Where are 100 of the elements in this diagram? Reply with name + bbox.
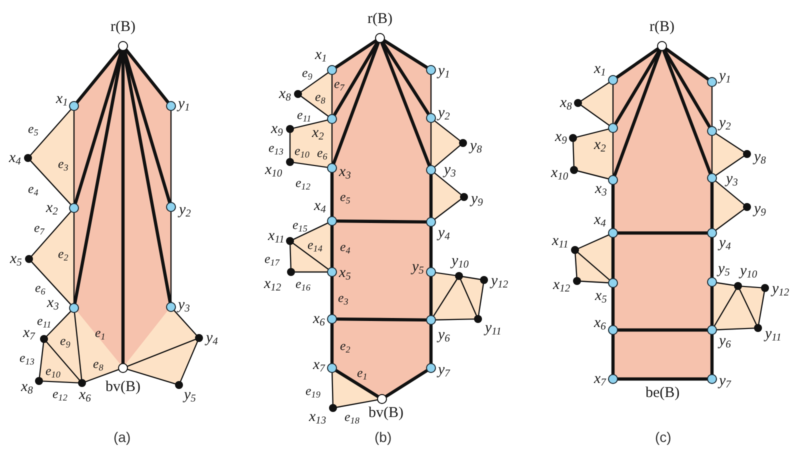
- graph-edge: [335, 317, 428, 322]
- vertex-label: x$_{6}$: [79, 388, 91, 403]
- vertex-label: r(B): [650, 20, 674, 34]
- graph-edge: [382, 39, 428, 69]
- graph-edge: [462, 276, 481, 280]
- graph-edge: [664, 47, 710, 81]
- graph-edge: [74, 312, 82, 380]
- graph-edge: [174, 310, 197, 336]
- edge-name: e$_{13}$: [268, 140, 284, 154]
- graph-vertex: [375, 33, 385, 43]
- vertex-label: x$_{2}$: [312, 126, 324, 140]
- graph-edge: [434, 198, 462, 220]
- vertex-label: y$_{12}$: [491, 274, 508, 288]
- graph-edge: [293, 162, 328, 168]
- graph-edge: [170, 110, 172, 203]
- edge-name: e$_{4}$: [28, 182, 38, 194]
- edge-name: e$_{8}$: [93, 356, 104, 370]
- vertex-label: x$_{1}$: [315, 48, 327, 62]
- graph-edge: [334, 39, 378, 69]
- vertex-label: x$_{8}$: [21, 380, 33, 395]
- vertex-label: r(B): [110, 20, 136, 34]
- vertex-label: y$_{10}$: [740, 264, 758, 278]
- graph-edge: [330, 275, 334, 316]
- graph-edge: [614, 48, 662, 126]
- vertex-label: x$_{9}$: [555, 130, 567, 144]
- vertex-label: bv(B): [106, 380, 140, 394]
- graph-edge: [716, 156, 744, 176]
- graph-edge: [332, 372, 334, 405]
- edge-name: e$_{9}$: [60, 334, 70, 346]
- vertex-label: y$_{9}$: [754, 202, 766, 216]
- graph-vertex: [175, 381, 183, 389]
- edge-name: e$_{15}$: [292, 218, 308, 230]
- vertex-label: x$_{7}$: [594, 372, 606, 386]
- graph-edge: [433, 278, 458, 316]
- graph-vertex: [69, 101, 79, 111]
- vertex-label: y$_{5}$: [718, 262, 730, 276]
- graph-edge: [711, 86, 713, 127]
- graph-vertex: [571, 246, 579, 254]
- graph-edge: [124, 48, 170, 104]
- graph-edge: [616, 328, 709, 332]
- graph-vertex: [707, 77, 717, 87]
- graph-edge: [572, 141, 574, 167]
- edge-name: e$_{10}$: [294, 144, 310, 156]
- graph-vertex: [329, 404, 337, 412]
- graph-edge: [170, 211, 172, 303]
- vertex-label: r(B): [368, 12, 392, 26]
- vertex-label: x$_{8}$: [279, 86, 291, 102]
- vertex-label: y$_{2}$: [438, 106, 450, 120]
- edge-name: e$_{3}$: [338, 290, 348, 304]
- graph-edge: [73, 212, 75, 304]
- graph-edge: [435, 272, 456, 276]
- graph-vertex: [40, 335, 48, 343]
- graph-edge: [577, 170, 609, 180]
- graph-edge: [331, 74, 333, 115]
- graph-edge: [332, 40, 380, 116]
- graph-vertex: [459, 139, 467, 147]
- edge-name: e$_{13}$: [20, 350, 34, 364]
- graph-edge: [31, 261, 72, 305]
- graph-edge: [612, 132, 614, 176]
- graph-vertex: [118, 363, 128, 373]
- graph-vertex: [569, 134, 577, 142]
- vertex-label: y$_{9}$: [471, 192, 483, 206]
- edge-name: e$_{2}$: [58, 246, 68, 260]
- graph-edge: [31, 211, 72, 257]
- vertex-label: y$_{10}$: [452, 254, 469, 268]
- graph-edge: [180, 341, 198, 382]
- graph-edge: [611, 333, 615, 376]
- vertex-label: y$_{5}$: [184, 388, 196, 403]
- graph-edge: [616, 377, 709, 381]
- edge-name: e$_{16}$: [296, 276, 310, 290]
- graph-edge: [580, 82, 610, 102]
- graph-edge: [330, 224, 334, 269]
- graph-edge: [38, 342, 44, 378]
- graph-vertex: [657, 41, 667, 51]
- vertex-label: x$_{7}$: [23, 326, 35, 341]
- vertex-label: x$_{6}$: [594, 316, 606, 330]
- graph-edge: [739, 289, 757, 325]
- edge-name: e$_{4}$: [340, 240, 350, 252]
- graph-edge: [381, 40, 430, 116]
- graph-vertex: [294, 90, 302, 98]
- vertex-label: y$_{11}$: [485, 320, 502, 336]
- vertex-label: y$_{6}$: [719, 334, 731, 348]
- vertex-label: y$_{3}$: [726, 172, 738, 186]
- graph-edge: [429, 323, 433, 365]
- graph-edge: [380, 41, 431, 167]
- graph-edge: [714, 288, 737, 326]
- vertex-label: x$_{4}$: [9, 150, 21, 166]
- vertex-label: y$_{7}$: [719, 374, 731, 388]
- graph-edge: [435, 318, 475, 320]
- vertex-label: y$_{3}$: [178, 298, 190, 313]
- graph-edge: [662, 48, 712, 128]
- graph-edge: [127, 338, 196, 367]
- graph-vertex: [574, 99, 582, 107]
- vertex-label: x$_{3}$: [339, 164, 351, 180]
- panel-caption: (b): [374, 430, 392, 444]
- graph-edge: [716, 282, 735, 286]
- vertex-label: x$_{2}$: [594, 138, 606, 152]
- graph-vertex: [287, 268, 295, 276]
- graph-vertex: [327, 65, 337, 75]
- graph-edge: [434, 120, 460, 142]
